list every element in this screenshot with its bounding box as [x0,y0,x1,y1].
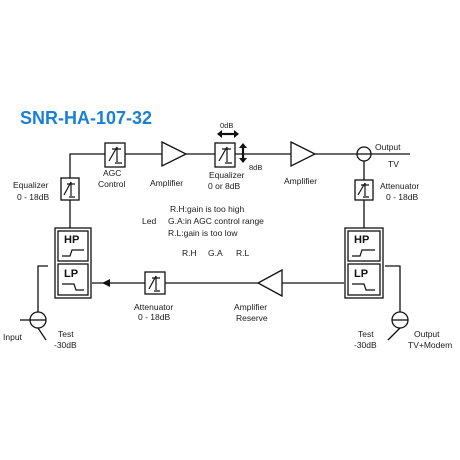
reserve-amplifier-label-line1: Amplifier [234,302,267,312]
output-tv-label-line1: Output [375,142,401,152]
right-attenuator-label-line2: 0 - 18dB [386,192,418,202]
amplifier-2-label: Amplifier [284,176,317,186]
left-equalizer-label-line2: 0 - 18dB [17,192,49,202]
signal-direction-arrow-icon [102,279,110,287]
agc-label-line1: AGC [103,168,121,178]
left-equalizer-label-line1: Equalizer [13,180,49,190]
right-lp-label: LP [354,268,368,280]
output-modem-label-line1: Output [414,329,440,339]
right-diplexer [344,227,384,299]
reserve-amplifier-label-line2: Reserve [236,313,268,323]
horizontal-arrow-icon [217,130,239,138]
bottom-attenuator-block [144,271,166,295]
led-word: Led [142,216,156,226]
led-line-2: G.A:in AGC control range [168,216,264,226]
low-pass-filter-icon [352,283,375,291]
left-hp-label: HP [64,234,79,246]
test-right-label-line2: -30dB [354,340,377,350]
equalizer-8db-label: 8dB [249,163,262,172]
led-line-3: R.L:gain is too low [168,228,238,238]
input-label: Input [3,332,23,342]
left-lp-label: LP [64,268,78,280]
agc-control-block [104,142,126,168]
output-modem-label-line2: TV+Modem [408,340,452,350]
signal-wires [20,153,410,341]
vertical-arrow-icon [239,143,247,163]
amplifier-1-triangle [161,140,188,168]
output-tv-label-line2: TV [388,159,399,169]
agc-label-line2: Control [98,179,126,189]
bottom-attenuator-label-line2: 0 - 18dB [138,312,170,322]
led-indicator-rl: R.L [236,248,250,258]
right-attenuator-block [354,179,374,201]
equalizer-mid-label-line1: Equalizer [209,170,245,180]
bottom-attenuator-label-line1: Attenuator [134,302,173,312]
equalizer-mid-label-line2: 0 or 8dB [208,181,240,191]
amplifier-2-triangle [290,140,317,168]
diagram-title: SNR-HA-107-32 [20,108,152,128]
high-pass-filter-icon [352,249,375,257]
left-diplexer [54,227,92,299]
test-right-label-line1: Test [358,329,374,339]
left-equalizer-block [60,177,80,201]
led-indicator-ga: G.A [208,248,223,258]
led-line-1: R.H:gain is too high [170,204,244,214]
equalizer-0db-label: 0dB [220,121,233,130]
high-pass-filter-icon [62,249,84,257]
test-left-label-line1: Test [58,329,74,339]
low-pass-filter-icon [62,283,84,291]
equalizer-switch-block [214,142,236,168]
test-left-label-line2: -30dB [54,340,77,350]
led-indicator-rh: R.H [182,248,197,258]
amplifier-1-label: Amplifier [150,178,183,188]
reserve-amplifier-triangle [256,268,283,298]
right-attenuator-label-line1: Attenuator [380,181,419,191]
right-hp-label: HP [354,234,369,246]
